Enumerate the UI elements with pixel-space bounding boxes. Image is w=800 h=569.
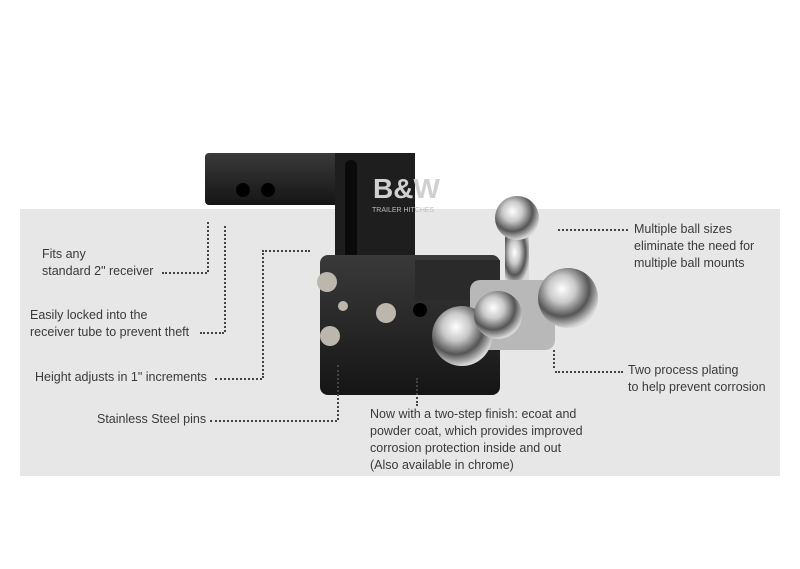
leader-fits: [162, 272, 207, 274]
leader-finish: [416, 378, 418, 406]
callout-line: (Also available in chrome): [370, 458, 514, 472]
callout-finish: Now with a two-step finish: ecoat and po…: [370, 406, 583, 474]
callout-line: eliminate the need for: [634, 239, 755, 253]
shank: [205, 153, 340, 205]
callout-line: Now with a two-step finish: ecoat and: [370, 407, 577, 421]
callout-line: standard 2" receiver: [42, 264, 154, 278]
leader-height: [215, 378, 262, 380]
leader-locked: [224, 226, 226, 332]
callout-line: corrosion protection inside and out: [370, 441, 562, 455]
ball-top: [495, 196, 539, 240]
brand-logo: B&W: [373, 173, 440, 204]
callout-line: Height adjusts in 1" increments: [35, 370, 207, 384]
leader-pins: [337, 365, 339, 420]
callout-line: Stainless Steel pins: [97, 412, 207, 426]
callout-line: to help prevent corrosion: [628, 380, 766, 394]
callout-line: multiple ball mounts: [634, 256, 745, 270]
ball-right: [538, 268, 598, 328]
callout-line: Multiple ball sizes: [634, 222, 732, 236]
callout-plating: Two process plating to help prevent corr…: [628, 362, 766, 396]
callout-line: receiver tube to prevent theft: [30, 325, 190, 339]
callout-line: powder coat, which provides improved: [370, 424, 583, 438]
svg-text:TRAILER HITCHES: TRAILER HITCHES: [372, 207, 435, 214]
callout-locked: Easily locked into the receiver tube to …: [30, 307, 189, 341]
leader-fits: [207, 222, 209, 272]
leader-height: [262, 250, 310, 252]
callout-fits: Fits any standard 2" receiver: [42, 246, 153, 280]
callout-line: Two process plating: [628, 363, 739, 377]
leader-plating: [555, 371, 623, 373]
callout-height: Height adjusts in 1" increments: [35, 369, 207, 386]
leader-pins: [210, 420, 337, 422]
callout-line: Fits any: [42, 247, 86, 261]
leader-balls: [558, 229, 628, 231]
leader-locked: [200, 332, 224, 334]
leader-height: [262, 250, 264, 378]
callout-pins: Stainless Steel pins: [97, 411, 206, 428]
leader-plating: [553, 350, 555, 368]
callout-line: Easily locked into the: [30, 308, 148, 322]
callout-balls: Multiple ball sizes eliminate the need f…: [634, 221, 754, 272]
